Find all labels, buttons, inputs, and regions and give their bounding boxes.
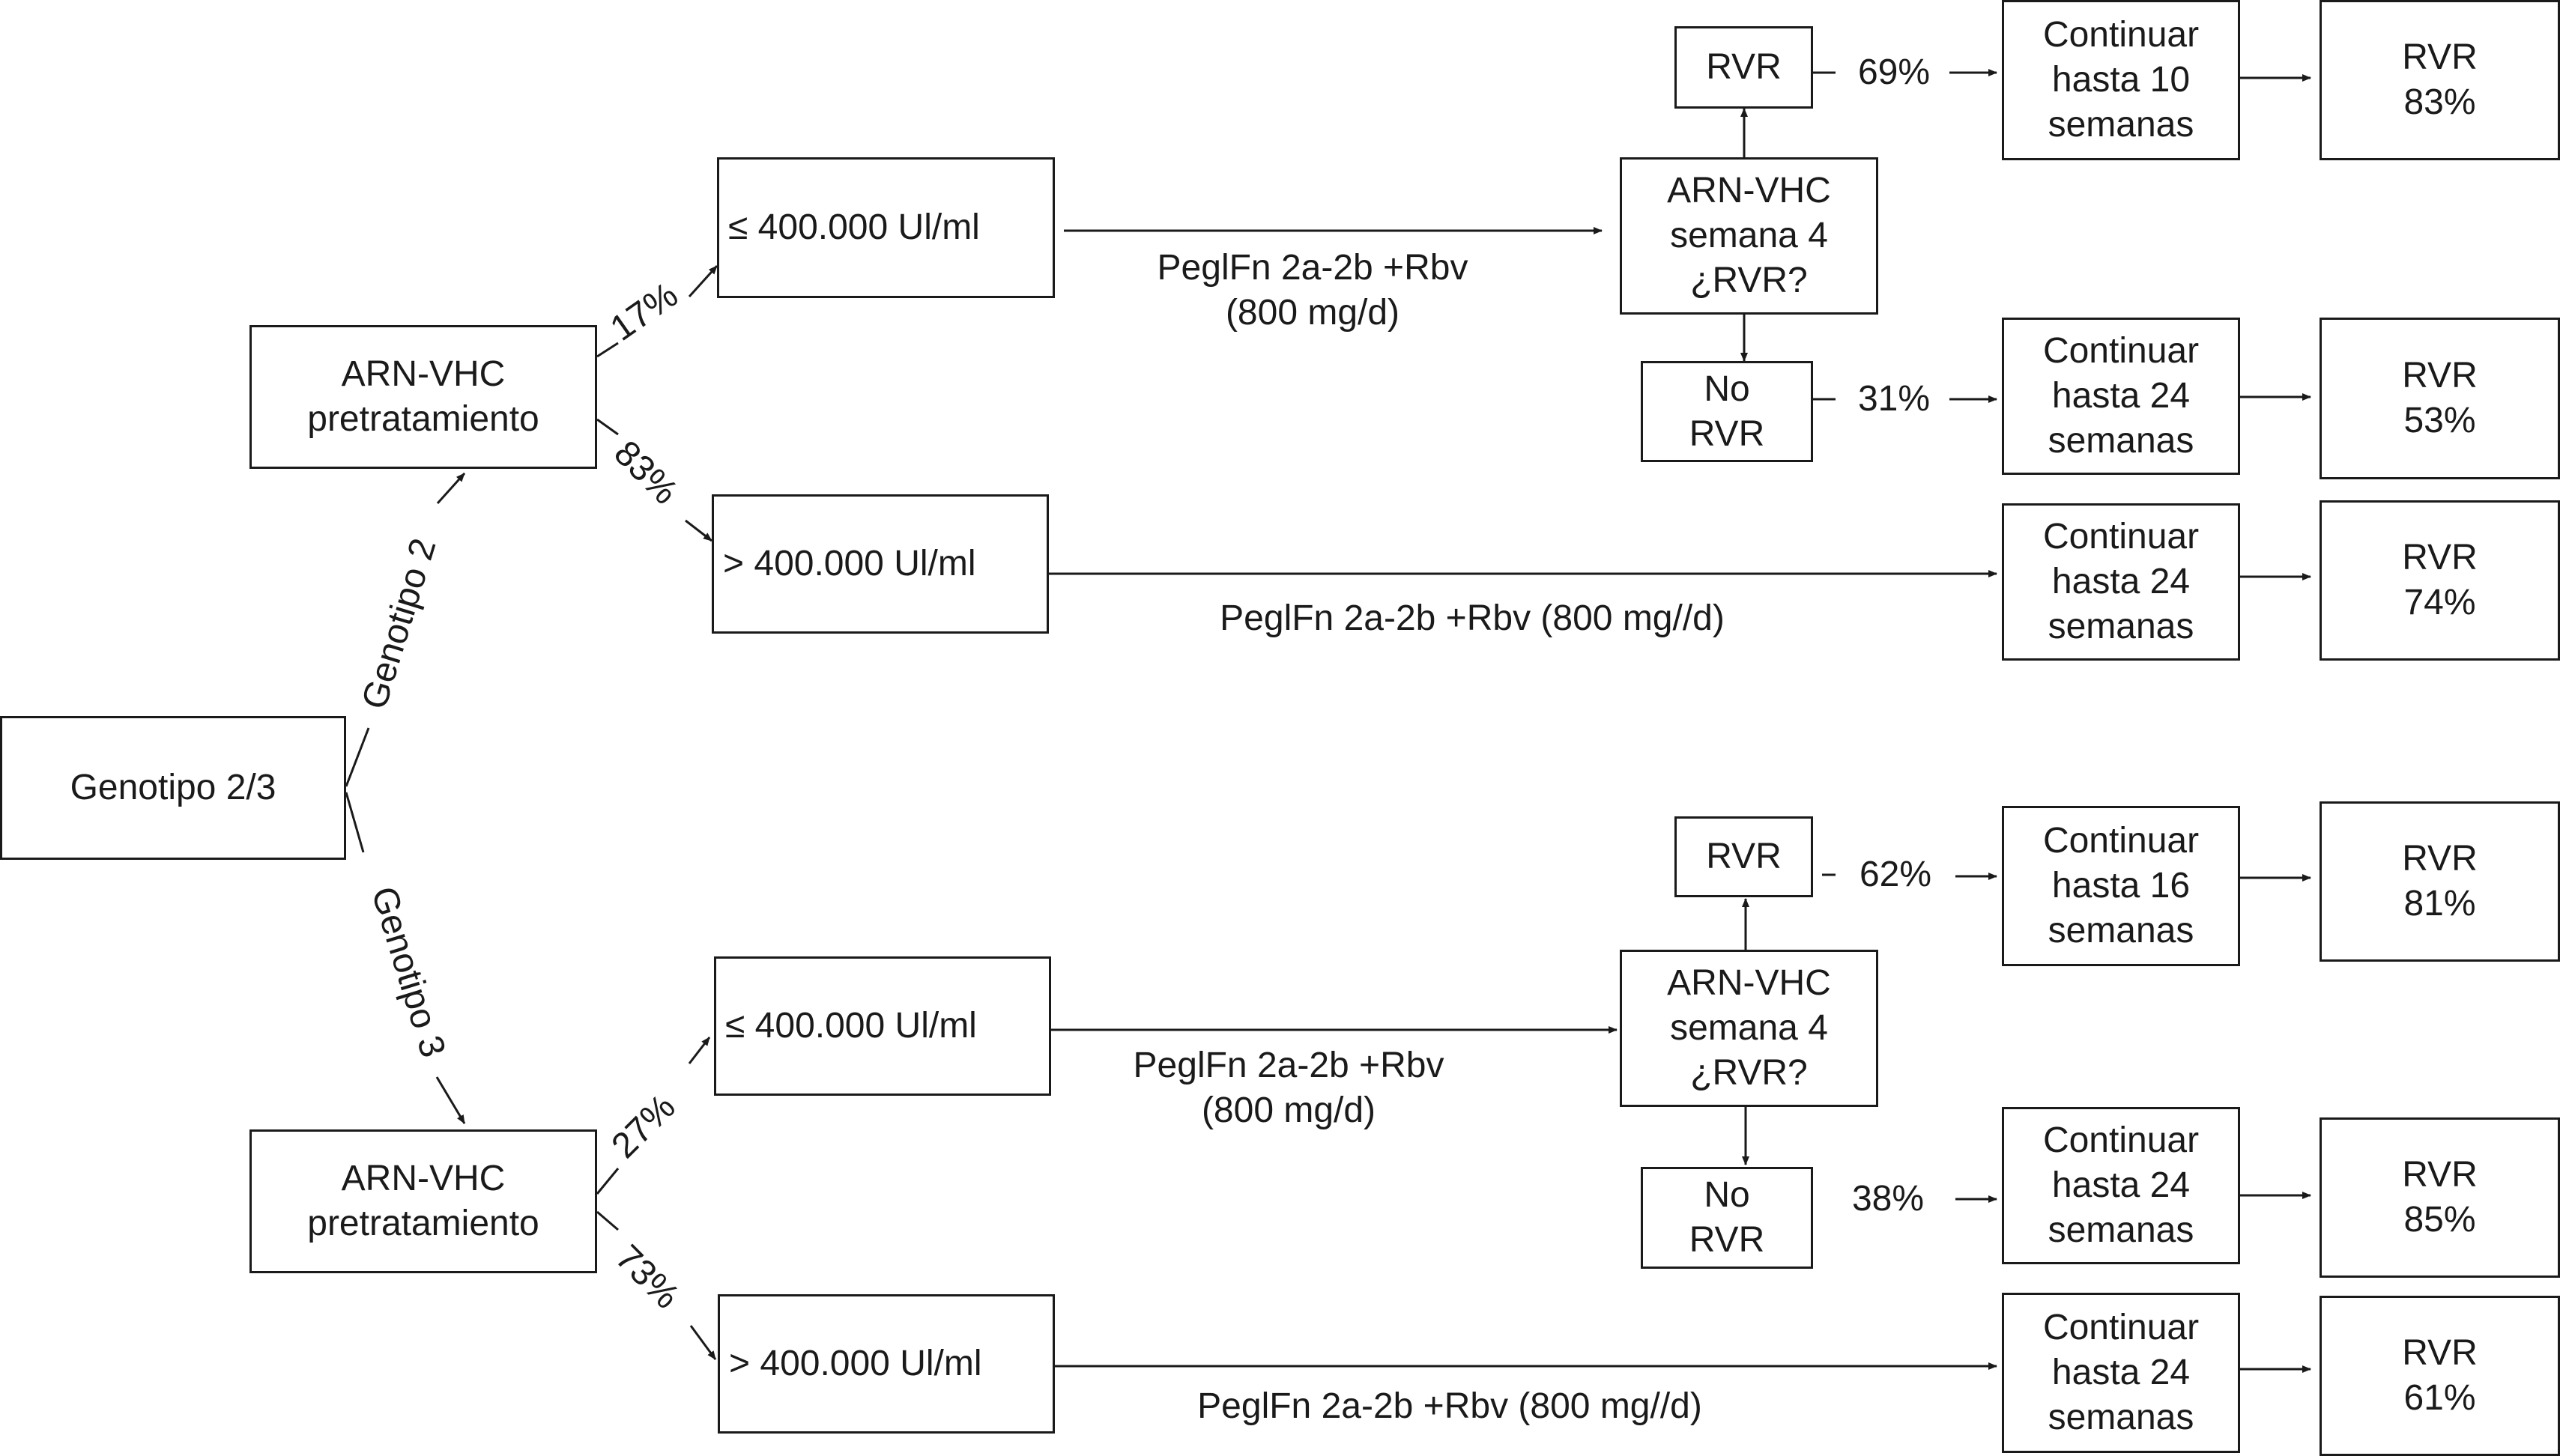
- g2-no-rvr-percent: 31%: [1857, 379, 1931, 419]
- connector-g3-high: [596, 1210, 619, 1231]
- g2-continue-no-rvr-box: Continuar hasta 24 semanas: [2002, 318, 2240, 475]
- g3-treatment-high: PeglFn 2a-2b +Rbv (800 mg//d): [1197, 1386, 1702, 1426]
- g2-pretreatment-box: ARN-VHC pretratamiento: [249, 325, 597, 469]
- g2-high-viral-load-box: > 400.000 Ul/ml: [712, 494, 1049, 634]
- connector-g3-low: [596, 1168, 620, 1195]
- g2-no-rvr-box: No RVR: [1641, 361, 1813, 462]
- g2-treatment-high: PeglFn 2a-2b +Rbv (800 mg//d): [1220, 598, 1725, 638]
- g3-result-high-box: RVR 61%: [2320, 1296, 2560, 1456]
- g3-high-viral-load-box: > 400.000 Ul/ml: [718, 1294, 1055, 1434]
- g2-result-no-rvr-box: RVR 53%: [2320, 318, 2560, 479]
- arrow-g2-low: [688, 264, 718, 298]
- g3-result-rvr-box: RVR 81%: [2320, 801, 2560, 962]
- arrow-g3-pre: [435, 1076, 466, 1124]
- g2-result-high-box: RVR 74%: [2320, 500, 2560, 661]
- g3-continue-high-box: Continuar hasta 24 semanas: [2002, 1293, 2240, 1453]
- g3-low-viral-load-box: ≤ 400.000 Ul/ml: [714, 956, 1051, 1096]
- g3-continue-rvr-box: Continuar hasta 16 semanas: [2002, 806, 2240, 966]
- g2-week4-box: ARN-VHC semana 4 ¿RVR?: [1620, 157, 1878, 315]
- g2-result-rvr-box: RVR 83%: [2320, 0, 2560, 160]
- g3-continue-no-rvr-box: Continuar hasta 24 semanas: [2002, 1107, 2240, 1264]
- root-box: Genotipo 2/3: [0, 716, 346, 860]
- arrow-g3-low: [688, 1037, 711, 1064]
- g3-rvr-percent: 62%: [1859, 855, 1932, 894]
- g2-low-viral-load-box: ≤ 400.000 Ul/ml: [717, 157, 1055, 298]
- g3-result-no-rvr-box: RVR 85%: [2320, 1117, 2560, 1278]
- arrow-g2-high: [685, 519, 712, 542]
- g2-continue-rvr-box: Continuar hasta 10 semanas: [2002, 0, 2240, 160]
- arrow-g2-pre: [436, 472, 466, 505]
- g3-week4-box: ARN-VHC semana 4 ¿RVR?: [1620, 950, 1878, 1107]
- g2-rvr-percent: 69%: [1857, 52, 1931, 92]
- connector-g2-low: [596, 342, 619, 358]
- g3-treatment-low: PeglFn 2a-2b +Rbv (800 mg/d): [1133, 1046, 1444, 1130]
- g3-pretreatment-box: ARN-VHC pretratamiento: [249, 1129, 597, 1273]
- g2-treatment-low: PeglFn 2a-2b +Rbv (800 mg/d): [1157, 248, 1468, 333]
- connector-root-g3: [345, 792, 365, 853]
- g3-no-rvr-percent: 38%: [1851, 1179, 1925, 1219]
- arrow-g3-high: [689, 1325, 717, 1360]
- connector-g2-high: [596, 418, 619, 436]
- g3-no-rvr-box: No RVR: [1641, 1167, 1813, 1269]
- connector-root-g2: [345, 727, 370, 787]
- g3-rvr-box: RVR: [1674, 816, 1813, 897]
- g2-continue-high-box: Continuar hasta 24 semanas: [2002, 503, 2240, 661]
- g2-rvr-box: RVR: [1674, 26, 1813, 109]
